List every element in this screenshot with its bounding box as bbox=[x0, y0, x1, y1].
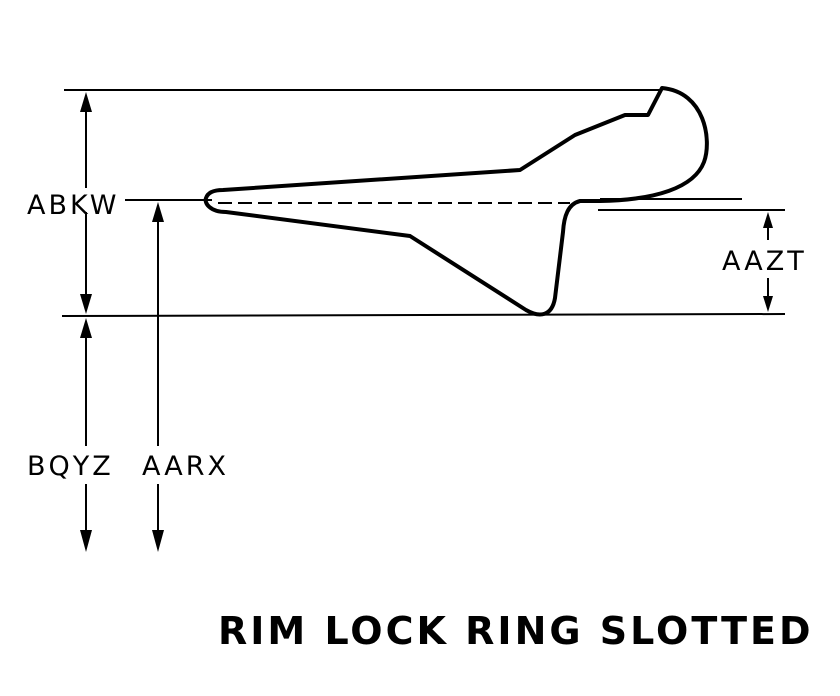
bottom-extension-line bbox=[61, 313, 786, 317]
abkw-dimension-arrow bbox=[80, 92, 92, 314]
rim-lock-ring-profile bbox=[203, 86, 709, 317]
bqyz-label: BQYZ bbox=[27, 451, 114, 482]
bqyz-dimension-arrow bbox=[80, 318, 92, 552]
abkw-label: ABKW bbox=[27, 190, 119, 221]
dimension-arrows bbox=[80, 92, 773, 552]
extension-lines bbox=[61, 89, 786, 317]
aazt-label: AAZT bbox=[722, 246, 807, 277]
aarx-dimension-arrow bbox=[152, 202, 164, 552]
diagram-title: RIM LOCK RING SLOTTED bbox=[218, 609, 814, 653]
aarx-label: AARX bbox=[142, 451, 229, 482]
aazt-dimension-arrow bbox=[763, 212, 773, 312]
